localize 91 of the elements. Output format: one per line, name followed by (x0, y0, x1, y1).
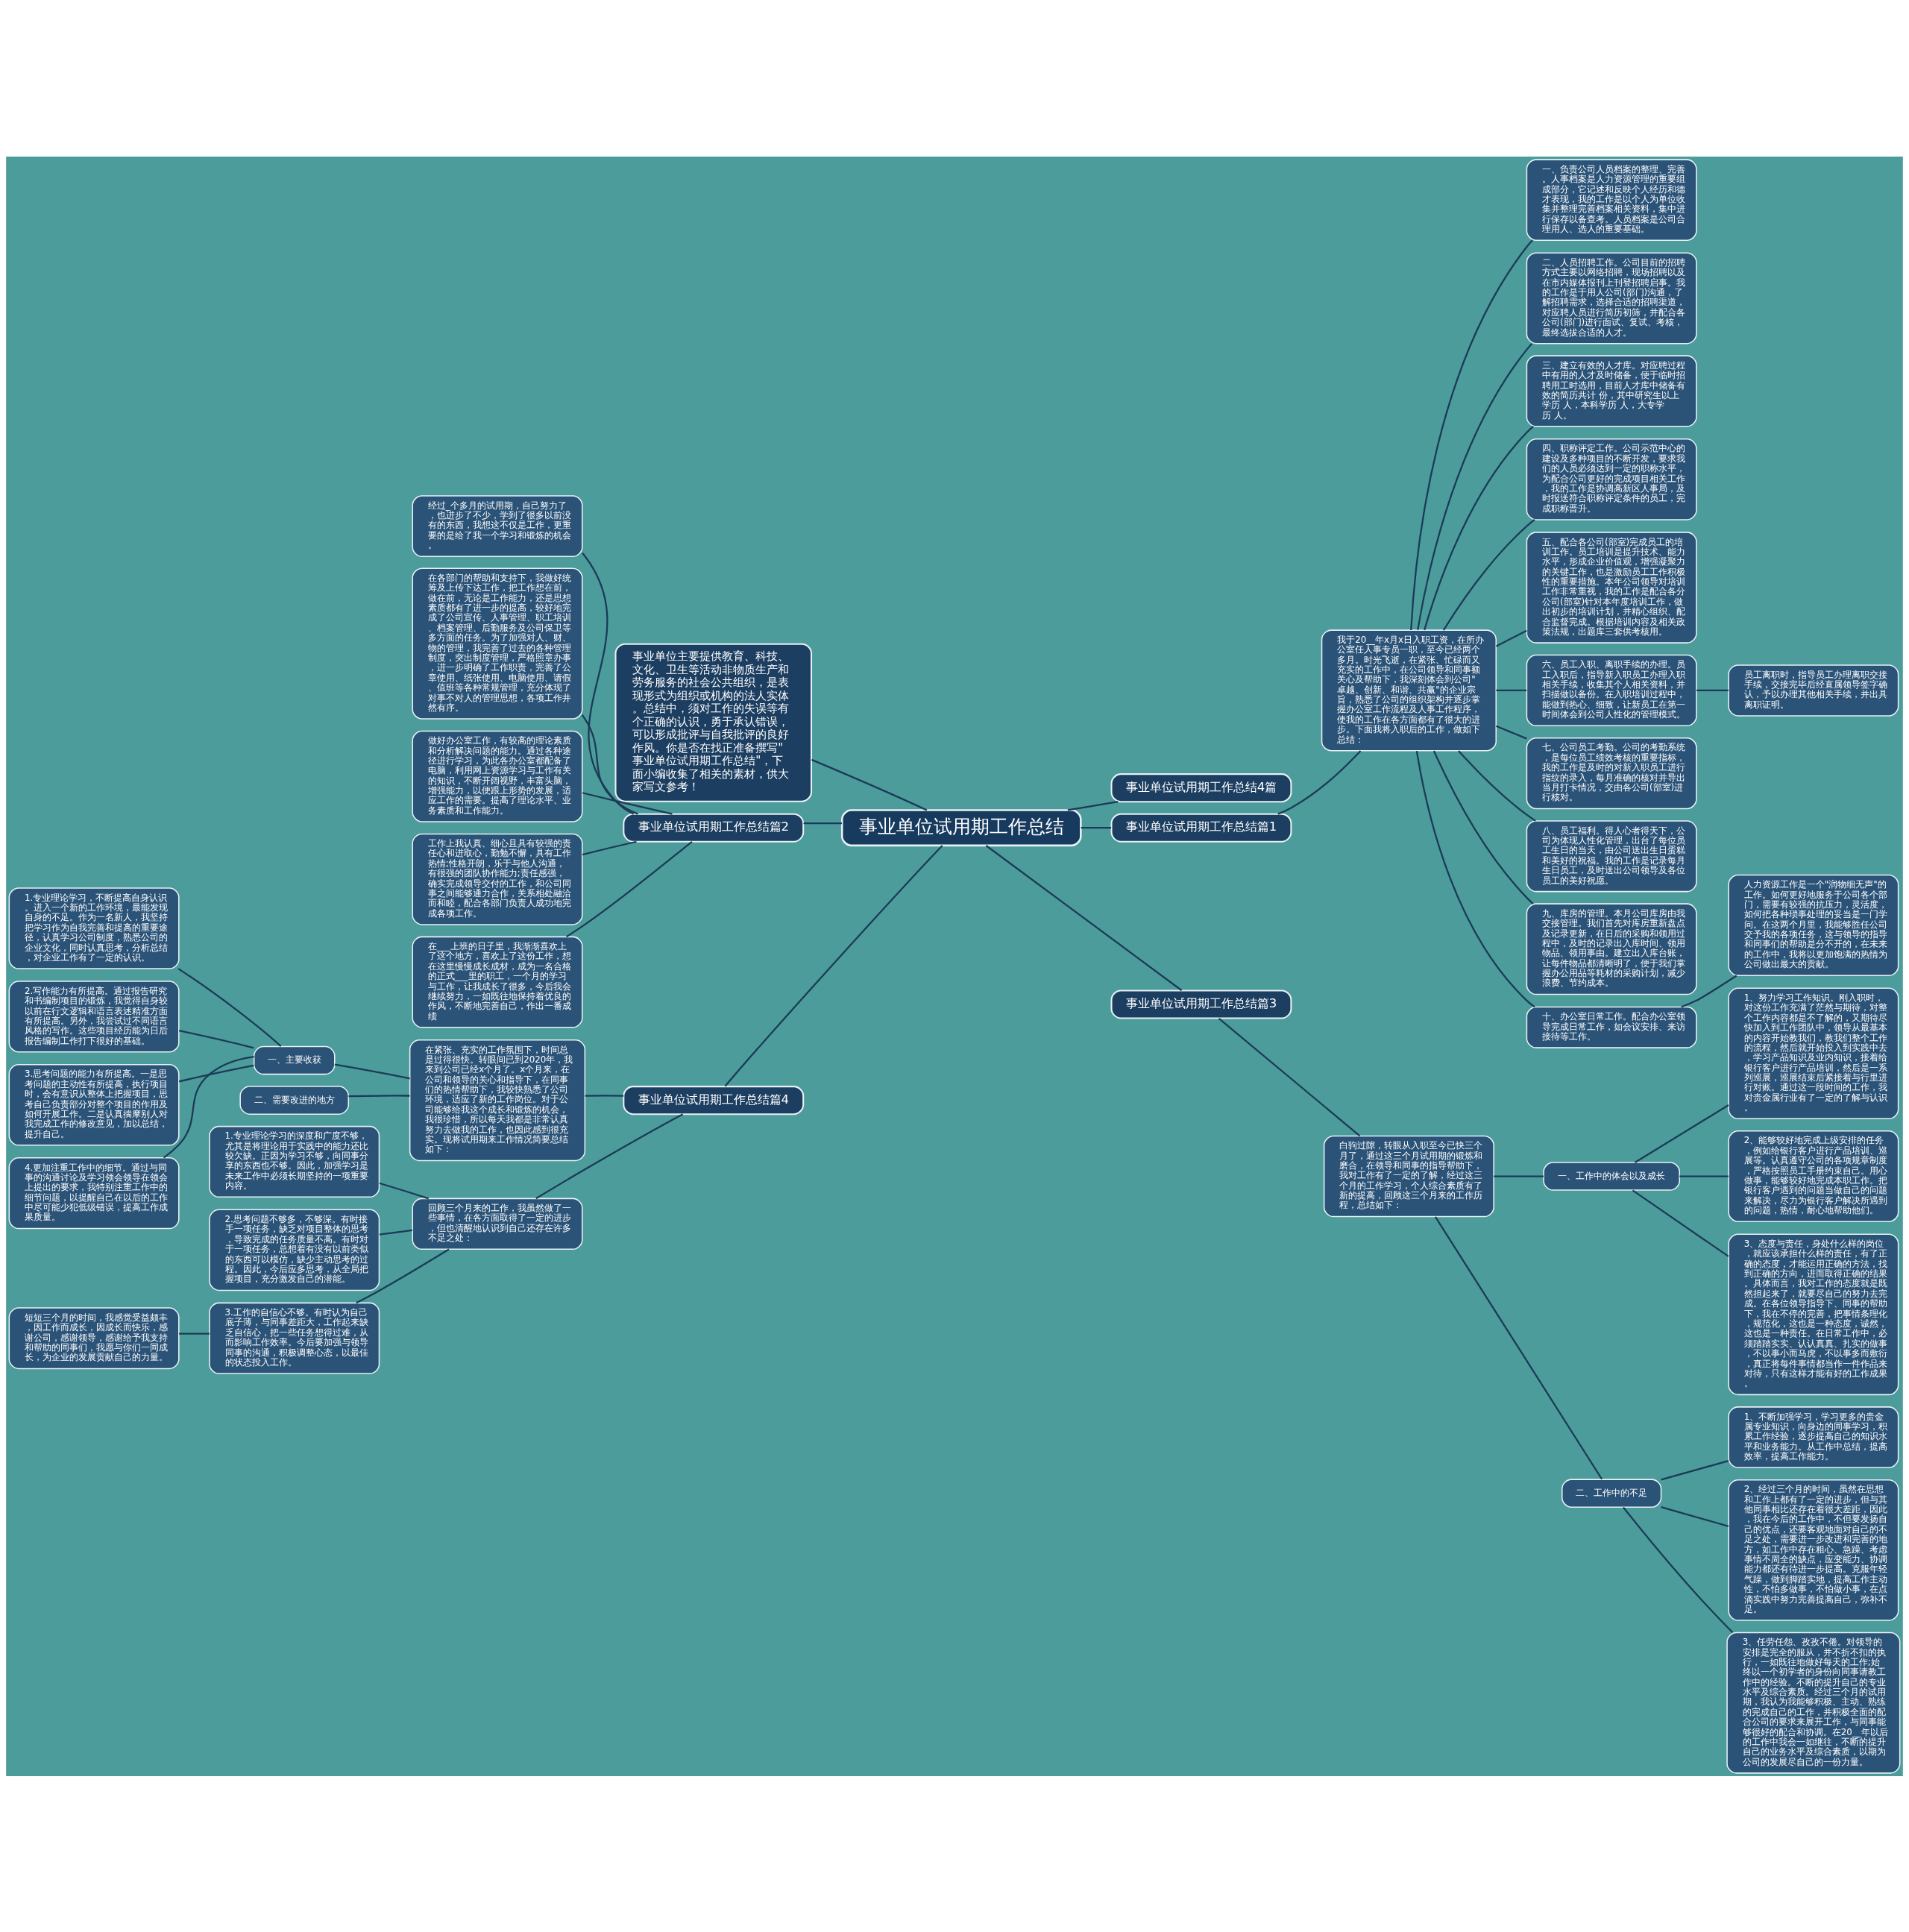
connector (581, 714, 638, 815)
connector (1632, 1189, 1729, 1257)
node-box: 1.专业理论学习，不断提高自身认识。进入一个新的工作环境，最能发现自身的不足。作为一名新人，我坚持把学习作为自我完善和提高的重要途径，认真学习公司制度，熟悉公司的企业文化，同时认真思考，分析总结，对企业工作有了一定的认识。 (8, 887, 180, 969)
node-box: 事业单位主要提供教育、科技、文化、卫生等活动非物质生产和劳务服务的社会公共组织，是表现形式为组织或机构的法人实体。总结中，须对工作的失误等有个正确的认识，勇于承认错误，可以形成批评与自我批评的良好作风。你是否在找正准备撰写"事业单位试用期工作总结"，下面小编收集了相关的素材，供大家写文参考！ (614, 643, 813, 802)
node-box: 事业单位试用期工作总结4篇 (1110, 773, 1292, 802)
connector (803, 822, 842, 824)
connector (582, 552, 635, 815)
node-box: 1、努力学习工作知识。刚入职时，对这份工作充满了茫然与期待，对整个工作内容都是不了解的，又期待尽快加入到工作团队中，领导从最基本的内容开始教我们，教我们整个工作的流程，然后就开始投入到实践中去，学习产品知识及业内知识，接着给银行客户进行产品培训，然后是一系列巡展，巡展结束后紧接着与行里进行对账。通过这一段时间的工作，我对贵金属行业有了一定的了解与认识。 (1728, 987, 1899, 1119)
connector (1494, 1174, 1544, 1177)
connector (724, 844, 943, 1086)
connector (535, 1113, 684, 1199)
node-box: 十、办公室日常工作。配合办公室领导完成日常工作，如会议安排、来访接待等工作。 (1526, 1006, 1697, 1048)
connector (178, 1064, 254, 1082)
connector (1679, 1174, 1729, 1177)
connector (1623, 1506, 1734, 1633)
connector (1696, 689, 1729, 691)
connector (582, 840, 637, 855)
node-box: 白驹过隙，转眼从入职至今已快三个月了，通过这三个月试用期的锻炼和磨合，在领导和同事的指导帮助下，我对工作有了一定的了解，经过这三个月的工作学习，个人综合素质有了新的提高，回顾这三个月来的工作历程，总结如下： (1323, 1135, 1494, 1217)
node-box: 经过_个多月的试用期，自己努力了，也进步了不少，学到了很多以前没有的东西，我想这不仅是工作，更重要的是给了我一个学习和锻炼的机会。 (412, 494, 583, 557)
connector (1424, 425, 1534, 630)
connector (177, 967, 282, 1047)
connector (1495, 629, 1527, 647)
connector (163, 1055, 254, 1159)
node-box: 2、能够较好地完成上级安排的任务，例如给银行客户进行产品培训、巡展等。认真遵守公司的各项规章制度，严格按照员工手册约束自己。用心做事，能够较好地完成本职工作。把银行客户遇到的问题当做自己的问题来解决，尽力为银行客户解决所遇到的问题，热情，耐心地帮助他们。 (1728, 1130, 1899, 1222)
node-box: 我于20__年x月x日入职工资，在所办公室任人事专员一职，至今已经两个多月。时光飞逝，在紧张、忙碌而又充实的工作中，在公司领导和同事额关心及帮助下，我深刻体会到公司"卓越、创新、和谐、共赢"的企业宗旨，熟悉了公司的组织架构并逐步掌握办公室工作流程及人事工作程序，使我的工作在各方面都有了很大的进步。下面我将入职后的工作，做如下总结： (1321, 629, 1497, 751)
node-box: 3、任劳任怨、孜孜不倦。对领导的安排是完全的服从，并不折不扣的执行，一如既往地做好每天的工作;始终以一个初学者的身份向同事请教工作中的经验。不断的提升自己的专业水平及综合素质。经过三个月的试用期，我认为我能够积极、主动、熟练的完成自己的工作，并积极全面的配合公司的要求来展开工作，与同事能够很好的配合和协调。在20__年以后的工作中我会一如继往，不断的提升自己的业务水平及综合素质，以期为公司的发展尽自己的一份力量。 (1726, 1631, 1901, 1774)
node-box: 事业单位试用期工作总结篇3 (1110, 989, 1292, 1019)
node-box: 人力资源工作是一个"润物细无声"的工作。如何更好地服务于公司各个部门，需要有较强的抗压力，灵活度，如何把各种琐事处理的妥当是一门学问。在这两个月里，我能够胜任公司交予我的各项任务，这与领导的指导和同事们的帮助是分不开的，在未来的工作中，我将以更加饱满的热情为公司做出最大的贡献。 (1728, 874, 1899, 976)
node-box: 三、建立有效的人才库。对应聘过程中有用的人才及时储备，便于临时招聘用工时选用，目前人才库中储备有效的简历共计 份，其中研究生以上学历 人，本科学历 人，大专学历 人。 (1526, 354, 1697, 427)
node-box: 四、职称评定工作。公司示范中心的建设及多种项目的不断开发，要求我们的人员必须达到一定的职称水平，为配合公司更好的完成项目相关工作，我的工作是协调高新区人事局，及时报送符合职称评定条件的员工，完成职称晋升。 (1526, 438, 1697, 520)
node-box: 工作上我认真、细心且具有较强的责任心和进取心，勤勉不懈，具有工作热情;性格开朗，乐于与他人沟通，有很强的团队协作能力;责任感强，确实完成领导交付的工作，和公司同事之间能够通力合作，关系相处融洽而和睦，配合各部门负责人成功地完成各项工作。 (412, 833, 583, 925)
node-box: 4.更加注重工作中的细节。通过与同事的沟通讨论及学习领会领导在领会上提出的要求，我特别注重工作中的细节问题，以提醒自己在以后的工作中尽可能少犯低级错误，提高工作成果质量。 (8, 1157, 180, 1229)
connector (1495, 725, 1527, 740)
connector (379, 1229, 413, 1236)
connector (1218, 1017, 1361, 1136)
node-box: 3.工作的自信心不够。有时认为自己底子薄，与同事差距大，工作起来缺乏自信心，把一些任务想得过难，从而影响工作效率。今后要加强与领导同事的沟通，积极调整心态，以最佳的状态投入工作。 (209, 1302, 380, 1374)
connector (1661, 1505, 1729, 1527)
node-box: 一、负责公司人员档案的整理、完善。人事档案是人力资源管理的重要组成部分，它记述和反映个人经历和德才表现，我的工作是以个人为单位收集并整理完善档案相关资料，集中进行保存以备查考。人员档案是公司合理用人、选人的重要基础。 (1526, 158, 1697, 241)
connector (178, 1029, 254, 1048)
connector (1417, 342, 1533, 630)
node-box: 二、需要改进的地方 (239, 1085, 350, 1115)
node-box: 事业单位试用期工作总结 (840, 808, 1082, 846)
connector (1458, 749, 1536, 822)
node-box: 一、工作中的体会以及成长 (1543, 1161, 1680, 1191)
node-box: 事业单位试用期工作总结篇4 (623, 1085, 805, 1115)
node-box: 短短三个月的时间，我感觉受益颇丰，因工作而成长，因成长而快乐，感谢公司，感谢领导，感谢给予我支持和帮助的同事们，我愿与你们一同成长，为企业的发展贡献自己的力量。 (8, 1306, 180, 1369)
node-box: 回顾三个月来的工作，我虽然做了一些事情，在各方面取得了一定的进步，但也清醒地认识到自己还存在许多不足之处： (412, 1198, 583, 1250)
connector (585, 1094, 624, 1097)
node-box: 员工离职时，指导员工办理离职交接手续，交接完毕后经直属领导签字确认，予以办理其他相关手续，并出具离职证明。 (1728, 664, 1899, 717)
node-box: 八、员工福利。得人心者得天下，公司为体现人性化管理，出台了每位员工生日的当天，由公司送出生日蛋糕和美好的祝福。我的工作是记录每月生日员工，及时送出公司领导及各位员工的美好祝愿。 (1526, 819, 1697, 892)
connector (356, 1248, 450, 1303)
connector (179, 1332, 210, 1335)
connector (811, 758, 928, 811)
connector (348, 1094, 410, 1097)
node-box: 2、经过三个月的时间，虽然在思想和工作上都有了一定的进步，但与其他同事相比还存在着很大差距，因此，我在今后的工作中，不但要发扬自己的优点，还要客观地面对自己的不足之处，需要进一步改进和完善的地方，如工作中存在粗心、急躁、考虑事情不周全的缺点，应变能力、协调能力都还有待进一步提高。克服年轻气躁，做到脚踏实地，提高工作主动性，不怕多做事，不怕做小事，在点滴实践中努力完善提高自己，弥补不足。 (1728, 1479, 1899, 1621)
connector (1681, 975, 1737, 1008)
node-box: 做好办公室工作，有较高的理论素质和分析解决问题的能力。通过各种途径进行学习，为此各办公室都配备了电脑，利用网上资源学习与工作有关的知识，不断开阔视野，丰富头脑，增强能力，以便跟上形势的发展，适应工作的需要。提高了理论水平、业务素质和工作能力。 (412, 730, 583, 822)
connector (1434, 1215, 1603, 1479)
node-box: 在___上班的日子里，我渐渐喜欢上了这个地方，喜欢上了这份工作，想在这里慢慢成长成材，成为一名合格的正式___里的职工，一个月的学习与工作，让我成长了很多，今后我会继续努力，一如既往地保持着优良的作风，不断地完善自己，作出一番成绩 (412, 936, 583, 1028)
connector (1634, 1104, 1729, 1163)
node-box: 事业单位试用期工作总结篇1 (1110, 813, 1292, 843)
connector (1277, 749, 1362, 815)
connector (379, 1182, 430, 1199)
node-box: 在各部门的帮助和支持下，我做好统筹及上传下达工作，把工作想在前，做在前，无论是工作能力，还是思想素质都有了进一步的提高，较好地完成了公司宣传、人事管理、职工培训、档案管理、后勤服务及公司保卫等多方面的任务。为了加强对人、财、物的管理，我完善了过去的各种管理制度，突出制度管理，严格照章办事，进一步明确了工作职责，完善了公章使用、纸张使用、电脑使用、请假、值班等各种常规管理，充分体现了对事不对人的管理思想，各项工作井然有序。 (412, 567, 583, 720)
node-box: 2.写作能力有所提高。通过报告研究和书编制项目的锻炼，我觉得自身较以前在行文逻辑和语言表述精准方面有所提高。另外，我尝试过不同语言风格的写作。这些项目经历能为日后报告编制工作打下很好的基础。 (8, 980, 180, 1053)
node-box: 事业单位试用期工作总结篇2 (623, 813, 805, 843)
connector (566, 840, 693, 937)
node-box: 七、公司员工考勤。公司的考勤系统，是每位员工绩效考核的重要指标，我的工作是及时的对新入职员工进行指纹的录入，每月准确的核对并导出当月打卡情况，交由各公司(部室)进行核对。 (1526, 737, 1697, 809)
node-box: 1、不断加强学习，学习更多的贵金属专业知识，向身边的同事学习，积累工作经验，逐步提高自己的知识水平和业务能力。从工作中总结，提高效率，提高工作能力。 (1728, 1406, 1899, 1468)
node-box: 六、员工入职、离职手续的办理。员工入职后，指导新入职员工办理入职相关手续，收集其个人相关资料，并扫描做以备份。在入职培训过程中，能做到热心、细致，让新员工在第一时间体会到公司人性化的管理模式。 (1526, 654, 1697, 726)
node-box: 3、态度与责任，身处什么样的岗位，就应该承担什么样的责任，有了正确的态度，才能运用正确的方法，找到正确的方向，进而取得正确的结果。具体而言，我对工作的态度就是既然担起来了，就要尽自己的努力去完成。在各位领导指导下、同事的帮助下，我在不停的完善，把事情条理化，规范化，这也是一种态度，诚然，这也是一种责任。在日常工作中，必须踏踏实实、认认真真、扎实的做事，不以事小而马虎，不以事多而敷衍，真正将每件事情都当作一件作品来对待，只有这样才能有好的工作成果。 (1728, 1233, 1899, 1395)
connector (1496, 689, 1527, 691)
node-box: 1.专业理论学习的深度和广度不够，尤其是将理论用于实践中的能力还比较欠缺。正因为学习不够，向同事分享的东西也不够。因此，加强学习是未来工作中必须长期坚持的一项重要内容。 (209, 1125, 380, 1198)
connector (1081, 826, 1112, 828)
connector (985, 844, 1183, 991)
connector (1661, 1459, 1729, 1480)
node-box: 二、工作中的不足 (1562, 1478, 1662, 1508)
node-box: 3.思考问题的能力有所提高。一是思考问题的主动性有所提高，执行项目时，会有意识从整体上把握项目，思考自己负责部分对整个项目的作用及如何开展工作。二是认真揣摩别人对我完成工作的修改意见，加以总结，提升自己。 (8, 1063, 180, 1146)
connector (334, 1063, 410, 1080)
node-box: 在紧张、充实的工作氛围下，时间总是过得很快。转眼间已到2020年，我来到公司已经x个月了。x个月来，在公司和领导的关心和指导下，在同事们的热情帮助下，我较快熟悉了公司环境，适应了新的工作岗位。对于公司能够给我这个成长和锻炼的机会，我很珍惜，所以每天我都是非常认真努力去做我的工作，也因此感到很充实。现将试用期来工作情况简要总结如下： (409, 1039, 586, 1161)
node-box: 2.思考问题不够多，不够深。有时接手一项任务，缺乏对项目整体的思考，导致完成的任务质量不高。有时对于一项任务，总想着有没有以前类似的东西可以模仿，缺少主动思考的过程。因此，今后应多思考，从全局把握项目，充分激发自己的潜能。 (209, 1209, 380, 1291)
node-box: 九、库房的管理。本月公司库房由我交接管理。我们首先对库房重新盘点及记录更新，在日后的采购和领用过程中，及时的记录出入库时间、领用物品、领用事由。建立出入库台账，让每件物品都清晰明了，便于我们掌握办公用品等耗材的采购计划，减少浪费、节约成本。 (1526, 902, 1697, 995)
connector (582, 791, 673, 815)
node-box: 二、人员招聘工作。公司目前的招聘方式主要以网络招聘，现场招聘以及在市内媒体报刊上刊登招聘启事。我的工作是于用人公司(部门)沟通，了解招聘需求，选择合适的招聘渠道，对应聘人员进行简历初筛，并配合各公司(部门)进行面试、复试、考核，最终选拔合适的人才。 (1526, 251, 1697, 344)
connector (1442, 518, 1535, 631)
connector (1410, 239, 1533, 630)
connector (1067, 800, 1119, 811)
connector (1432, 749, 1534, 904)
node-box: 一、主要收获 (253, 1045, 336, 1074)
connector (1415, 750, 1535, 1007)
node-box: 五、配合各公司(部室)完成员工的培训工作。员工培训是提升技术、能力水平，形成企业价值观，增强凝聚力的关键工作，也是激励员工工作积极性的重要措施。本年公司领导对培训工作非常重视，我的工作是配合各分公司(部室)针对本年度培训工作，做出初步的培训计划，并精心组织、配合监督完成。根据培训内容及相关政策法规，出题库三套供考核用。 (1526, 531, 1697, 644)
